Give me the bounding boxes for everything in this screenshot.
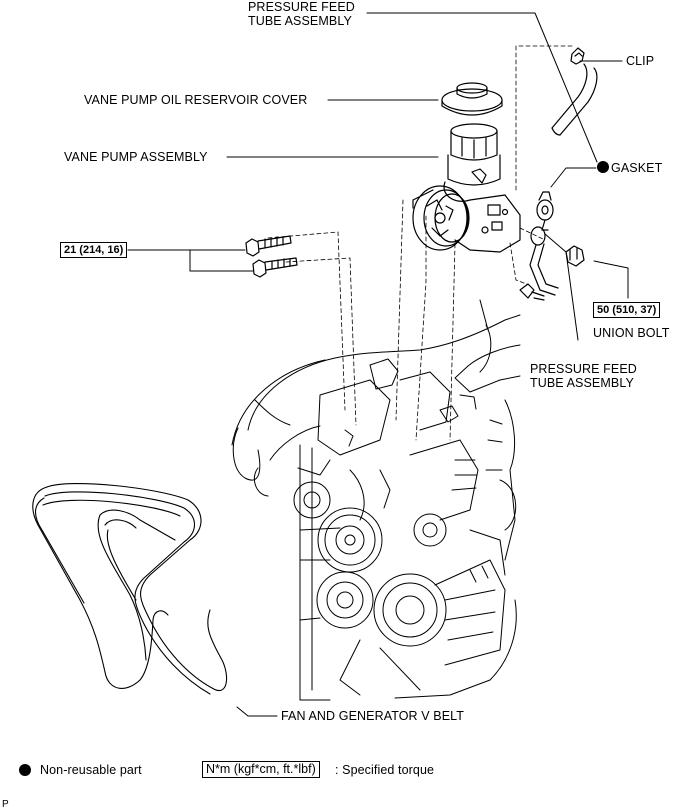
pressure-feed-tube-upper	[551, 63, 598, 136]
dashed-assembly-lines	[267, 45, 576, 441]
union-bolt-part	[565, 245, 585, 267]
gasket-dot	[597, 161, 609, 173]
reservoir-cover-label: VANE PUMP OIL RESERVOIR COVER	[84, 93, 308, 107]
vane-pump-part	[412, 123, 521, 253]
legend-torque-desc: : Specified torque	[335, 763, 435, 777]
clip-label: CLIP	[626, 54, 655, 68]
pressure-feed-top-line1: PRESSURE FEED	[248, 0, 355, 14]
bolt-lower	[252, 257, 298, 278]
pressure-feed-mid-line2: TUBE ASSEMBLY	[530, 376, 634, 390]
pressure-feed-mid-label: PRESSURE FEED TUBE ASSEMBLY	[530, 362, 637, 390]
clip-part	[570, 47, 585, 65]
pressure-feed-top-line2: TUBE ASSEMBLY	[248, 14, 352, 28]
reservoir-cover-part	[441, 82, 503, 116]
v-belt-part	[32, 483, 228, 695]
pressure-feed-top-label: PRESSURE FEED TUBE ASSEMBLY	[248, 0, 355, 28]
legend-torque-format: N*m (kgf*cm, ft.*lbf)	[202, 761, 320, 778]
bolt-upper	[245, 235, 292, 257]
bolt-torque-box: 21 (214, 16)	[60, 242, 128, 258]
union-bolt-label: UNION BOLT	[593, 326, 670, 340]
footer-code: P	[2, 799, 9, 810]
pressure-feed-mid-line1: PRESSURE FEED	[530, 362, 637, 376]
gasket-part	[536, 191, 554, 231]
pressure-feed-tube-lower	[519, 226, 559, 301]
v-belt-label: FAN AND GENERATOR V BELT	[281, 709, 464, 723]
union-bolt-torque-box: 50 (510, 37)	[593, 302, 661, 318]
vane-pump-label: VANE PUMP ASSEMBLY	[64, 150, 208, 164]
engine-illustration	[231, 299, 521, 701]
legend-non-reusable: Non-reusable part	[40, 763, 142, 777]
gasket-label: GASKET	[611, 161, 663, 175]
non-reusable-dot	[19, 764, 31, 776]
